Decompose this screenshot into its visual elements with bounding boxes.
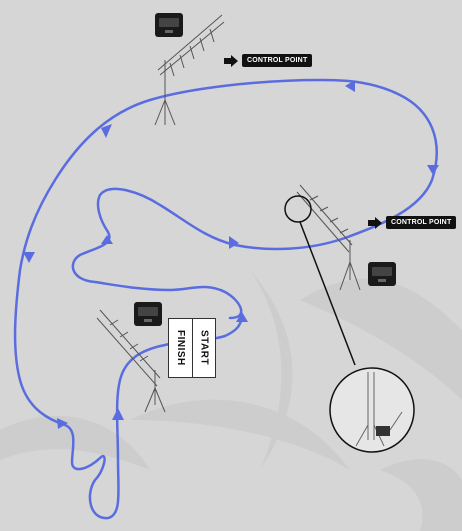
finish-label: FINISH — [174, 330, 186, 366]
arrow-right-icon — [224, 54, 238, 67]
arrow-down-icon — [427, 165, 439, 175]
route-line — [13, 78, 438, 520]
equipment-case-icon — [155, 13, 183, 37]
equipment-case-icon — [134, 302, 162, 326]
start-finish-marker: FINISH START — [168, 318, 216, 378]
antenna-mast-icon — [96, 309, 166, 413]
arrow-up-icon — [112, 408, 124, 420]
antenna-mast-icon — [296, 184, 361, 291]
control-point-text: CONTROL POINT — [386, 216, 457, 229]
start-label: START — [191, 319, 216, 377]
control-point-label: CONTROL POINT — [224, 54, 313, 67]
route-direction-arrows — [23, 80, 439, 429]
background-watermark — [0, 270, 462, 531]
antenna-mast-icon — [154, 14, 225, 126]
arrow-up-icon — [236, 312, 248, 322]
arrow-left-icon — [345, 80, 355, 92]
equipment-case-icon — [368, 262, 396, 286]
control-point-label: CONTROL POINT — [368, 216, 457, 229]
arrow-right-icon — [229, 236, 239, 249]
arrow-up-icon — [101, 235, 113, 244]
arrow-right-icon — [57, 418, 68, 429]
arrow-right-icon — [368, 216, 382, 229]
control-point-text: CONTROL POINT — [242, 54, 313, 67]
magnifier-inset — [284, 195, 415, 453]
arrow-left-icon — [101, 124, 112, 138]
arrow-down-icon — [23, 252, 35, 263]
